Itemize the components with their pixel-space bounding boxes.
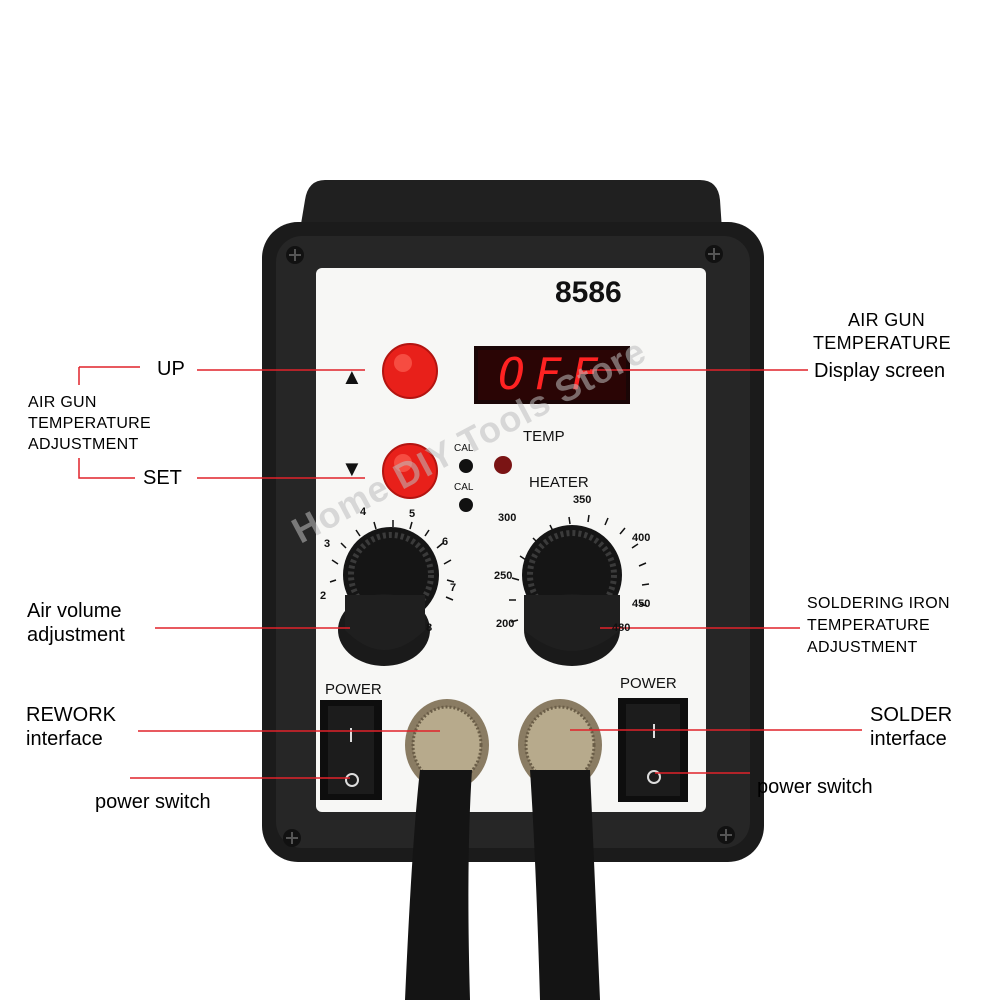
air-scale-7: 7 [450,582,457,594]
up-arrow-icon: ▲ [341,364,363,389]
up-button[interactable] [382,343,438,399]
air-scale-8: 8 [426,622,433,634]
air-scale-3: 3 [324,538,331,550]
air-scale-6: 6 [442,536,449,548]
soldering-iron-line3: ADJUSTMENT [807,639,918,656]
air-volume-line2: adjustment [27,624,125,646]
air-gun-display-line3: Display screen [814,360,946,382]
solder-line2: interface [870,728,947,750]
solder-connector[interactable] [518,699,602,1000]
screw-icon [286,246,304,264]
temp-label: TEMP [523,428,565,445]
temp-scale-300: 300 [498,512,517,524]
heater-label: HEATER [529,474,589,491]
display-readout: OFF [498,349,608,400]
solder-line1: SOLDER [870,704,953,726]
rework-power-switch[interactable] [320,700,382,800]
cal-label: CAL [454,482,474,493]
power-switch-left-label: power switch [95,791,211,813]
air-scale-4: 4 [360,506,367,518]
cal-label: CAL [454,443,474,454]
soldering-temp-knob[interactable] [522,525,622,666]
soldering-iron-line1: SOLDERING IRON [807,595,950,612]
temp-scale-350: 350 [573,494,592,506]
air-volume-line1: Air volume [27,600,122,622]
screw-icon [705,245,723,263]
temp-scale-450: 450 [632,598,651,610]
air-scale-2: 2 [320,590,327,602]
temp-scale-400: 400 [632,532,651,544]
air-gun-adj-line2: TEMPERATURE [28,415,152,432]
down-arrow-icon: ▼ [341,456,363,481]
air-dial-scale [329,520,455,601]
rework-line1: REWORK [26,704,116,726]
rework-line2: interface [26,728,103,750]
cal-hole[interactable] [459,498,473,512]
air-gun-display-line2: TEMPERATURE [813,333,951,353]
heater-led [494,456,512,474]
soldering-iron-line2: TEMPERATURE [807,617,931,634]
power-switch-right-label: power switch [757,776,873,798]
air-volume-knob[interactable] [338,527,439,666]
air-gun-display-line1: AIR GUN [848,310,926,330]
leader-lines [78,366,862,779]
power-label-right: POWER [620,675,677,692]
rework-connector[interactable] [405,699,489,1000]
temp-scale-250: 250 [494,570,513,582]
model-label: 8586 [555,276,622,309]
power-label-left: POWER [325,681,382,698]
air-scale-5: 5 [409,508,416,520]
cal-hole[interactable] [459,459,473,473]
set-label: SET [143,467,182,489]
screw-icon [283,829,301,847]
temp-scale-200: 200 [496,618,515,630]
up-label: UP [157,358,185,380]
housing-top [300,180,722,230]
solder-power-switch[interactable] [618,698,688,802]
temp-scale-480: 480 [612,622,631,634]
air-gun-adj-line3: ADJUSTMENT [28,436,139,453]
air-gun-adj-line1: AIR GUN [28,394,97,411]
screw-icon [717,826,735,844]
